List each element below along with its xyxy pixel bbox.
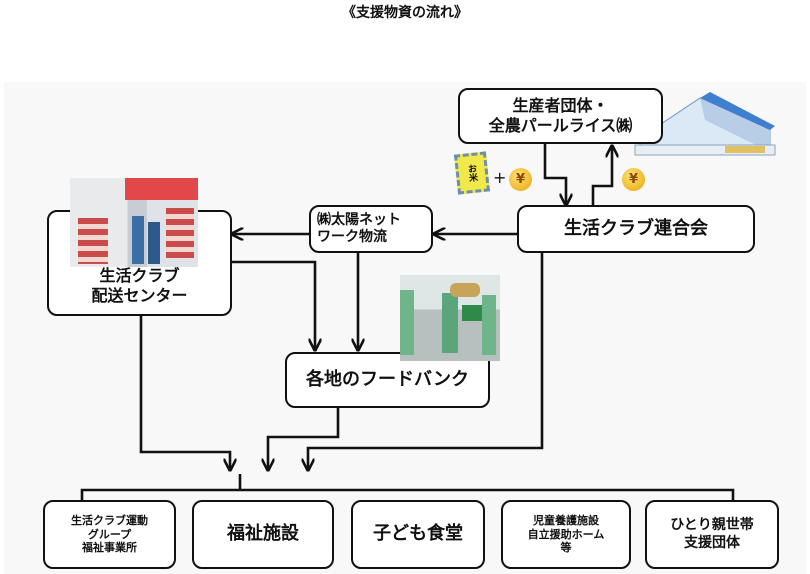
node-center-line2: 配送センター	[91, 286, 188, 305]
warehouse-building-image	[630, 90, 780, 162]
recipient-box: 子ども食堂	[351, 500, 485, 569]
rice-bag-icon: お米	[453, 151, 491, 195]
recipient-line: 福祉施設	[227, 523, 299, 545]
yen-coin-icon: ¥	[509, 168, 532, 191]
rice-bag-label: お米	[465, 163, 478, 183]
recipient-bus-line	[80, 474, 735, 500]
arrow-rengokai-to-recipients	[308, 252, 544, 470]
node-taiyo: ㈱太陽ネット ワーク物流	[309, 205, 433, 253]
recipient-line: 生活クラブ運動	[71, 513, 148, 527]
plus-icon: +	[493, 168, 507, 187]
node-taiyo-line2: ワーク物流	[317, 229, 387, 245]
arrow-foodbank-to-recipients	[268, 407, 340, 470]
node-producer: 生産者団体・ 全農パールライス㈱	[458, 88, 663, 144]
arrow-center-to-foodbank	[230, 260, 315, 350]
foodbank-photo	[400, 275, 500, 361]
delivery-center-photo	[70, 178, 198, 267]
recipient-line: 自立援助ホーム	[527, 527, 605, 541]
node-rengokai: 生活クラブ連合会	[517, 205, 755, 253]
recipient-line: 児童養護施設	[533, 513, 599, 527]
recipient-line: グループ	[87, 527, 132, 541]
diagram-title: 《支援物資の流れ》	[342, 5, 468, 21]
recipient-box: ひとり親世帯 支援団体	[645, 500, 779, 569]
recipient-line: ひとり親世帯	[670, 517, 754, 533]
node-producer-line2: 全農パールライス㈱	[488, 116, 633, 135]
recipient-line: 等	[560, 541, 572, 555]
node-foodbank-label: 各地のフードバンク	[306, 368, 469, 390]
node-taiyo-line1: ㈱太陽ネット	[317, 211, 401, 228]
arrow-rengokai-to-producer	[591, 146, 612, 207]
recipient-line: 支援団体	[684, 534, 740, 551]
node-foodbank: 各地のフードバンク	[285, 352, 490, 408]
node-rengokai-label: 生活クラブ連合会	[564, 217, 708, 239]
arrow-center-to-recipients	[139, 315, 230, 470]
recipient-box: 福祉施設	[192, 500, 334, 569]
node-producer-line1: 生産者団体・	[512, 96, 609, 115]
recipient-box: 児童養護施設 自立援助ホーム 等	[501, 500, 631, 569]
arrow-producer-to-rengokai	[543, 143, 566, 205]
node-center-line1: 生活クラブ	[99, 266, 180, 285]
recipient-box: 生活クラブ運動 グループ 福祉事業所	[43, 500, 176, 569]
recipient-line: 子ども食堂	[373, 523, 463, 545]
yen-coin-icon: ¥	[622, 168, 645, 191]
recipient-line: 福祉事業所	[82, 541, 137, 555]
